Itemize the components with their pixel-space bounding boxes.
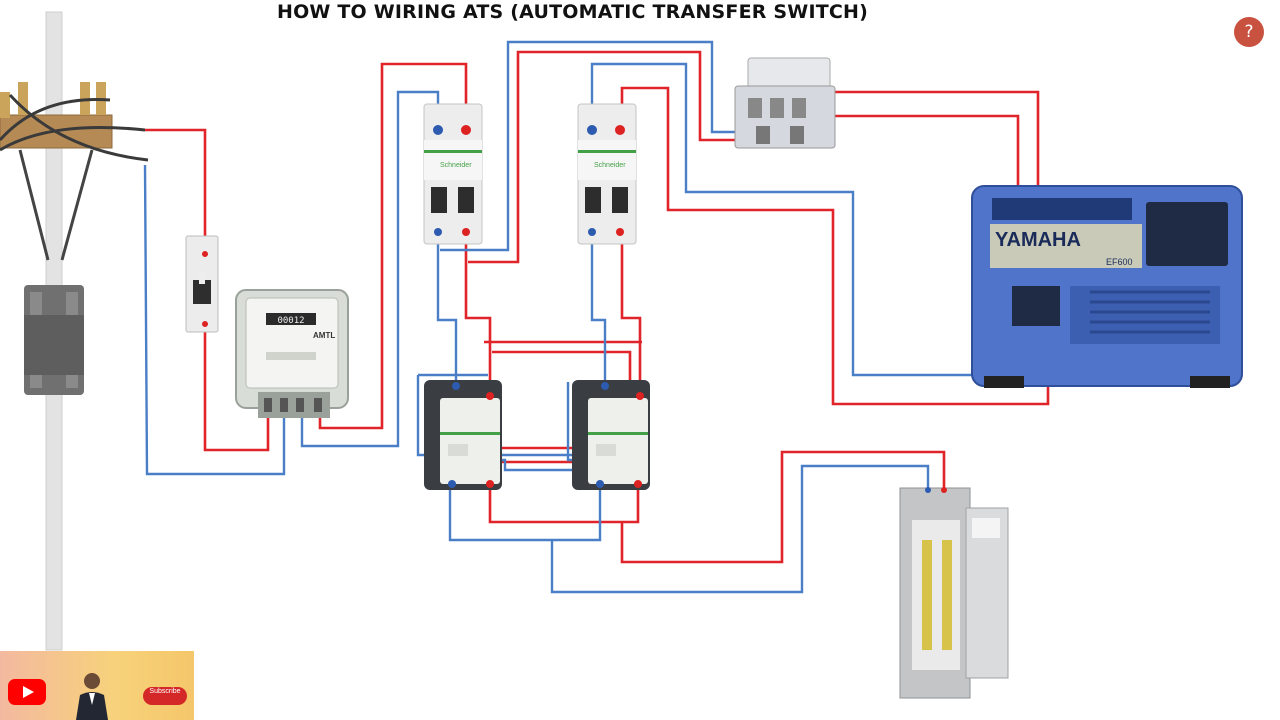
presenter-avatar: [76, 673, 108, 720]
channel-banner: Subscribe: [0, 651, 194, 720]
distribution-panel: [899, 487, 1009, 699]
breaker-brand: Schneider: [594, 162, 626, 169]
contactor-utility: [424, 380, 502, 490]
transformer: [24, 285, 84, 395]
page-title: HOW TO WIRING ATS (AUTOMATIC TRANSFER SW…: [276, 1, 869, 23]
circuit-breaker-utility: Schneider: [423, 103, 483, 245]
youtube-icon[interactable]: [8, 679, 46, 705]
contactor-generator: [572, 380, 650, 490]
generator-brand: YAMAHA: [995, 229, 1081, 251]
main-mcb-breaker: [185, 235, 219, 333]
help-icon[interactable]: ?: [1234, 17, 1264, 47]
neutral-wires: [143, 40, 978, 594]
live-wires: [145, 50, 1050, 564]
relay: [734, 57, 836, 149]
breaker-brand: Schneider: [440, 162, 472, 169]
circuit-breaker-generator: Schneider: [577, 103, 637, 245]
meter-brand: AMTL: [313, 331, 335, 340]
subscribe-button[interactable]: Subscribe: [143, 687, 187, 705]
meter-reading: 00012: [277, 316, 304, 326]
energy-meter: 00012 AMTL: [235, 289, 349, 418]
generator-model: EF600: [1106, 257, 1133, 267]
generator: YAMAHA EF600: [971, 185, 1243, 388]
